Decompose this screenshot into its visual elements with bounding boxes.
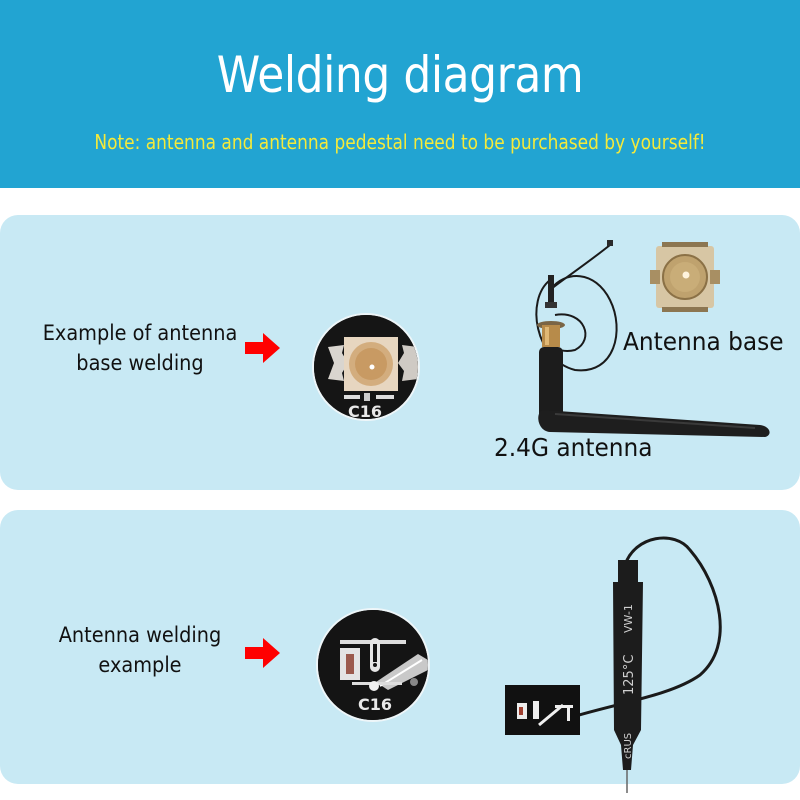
label-line-1: Antenna welding xyxy=(58,623,222,647)
pcb-marking-c16: C16 xyxy=(348,402,382,419)
red-arrow-icon xyxy=(245,333,280,363)
label-line-1: Example of antenna xyxy=(42,321,238,345)
pcb-marking-c16: C16 xyxy=(358,695,392,714)
label-line-2: base welding xyxy=(76,351,204,375)
page-title: Welding diagram xyxy=(216,46,584,104)
antenna-print-crus: cRUS xyxy=(623,733,634,759)
antenna-print-temperature: 125°C xyxy=(622,655,637,695)
antenna-base-welding-panel: Example of antenna base welding C16 xyxy=(0,215,800,490)
antenna-base-component xyxy=(650,242,720,312)
label-line-2: example xyxy=(98,653,182,677)
antenna-welding-example-label: Antenna welding example xyxy=(39,620,241,680)
2-4g-antenna-illustration xyxy=(535,240,770,437)
red-arrow-icon xyxy=(245,638,280,668)
antenna-welding-panel: Antenna welding example C16 xyxy=(0,510,800,793)
purchase-note: Note: antenna and antenna pedestal need … xyxy=(94,130,706,154)
antenna-base-welding-label: Example of antenna base welding xyxy=(39,318,241,378)
antenna-base-caption: Antenna base xyxy=(623,327,784,356)
pcb-welded-antenna-photo: C16 xyxy=(316,608,430,722)
antenna-print-vw1: VW-1 xyxy=(622,604,635,633)
pcb-antenna-base-photo: C16 xyxy=(312,313,420,421)
2-4g-antenna-caption: 2.4G antenna xyxy=(494,433,653,462)
flex-antenna-illustration: VW-1 125°C cRUS xyxy=(505,536,722,793)
header-banner: Welding diagram Note: antenna and antenn… xyxy=(0,0,800,188)
